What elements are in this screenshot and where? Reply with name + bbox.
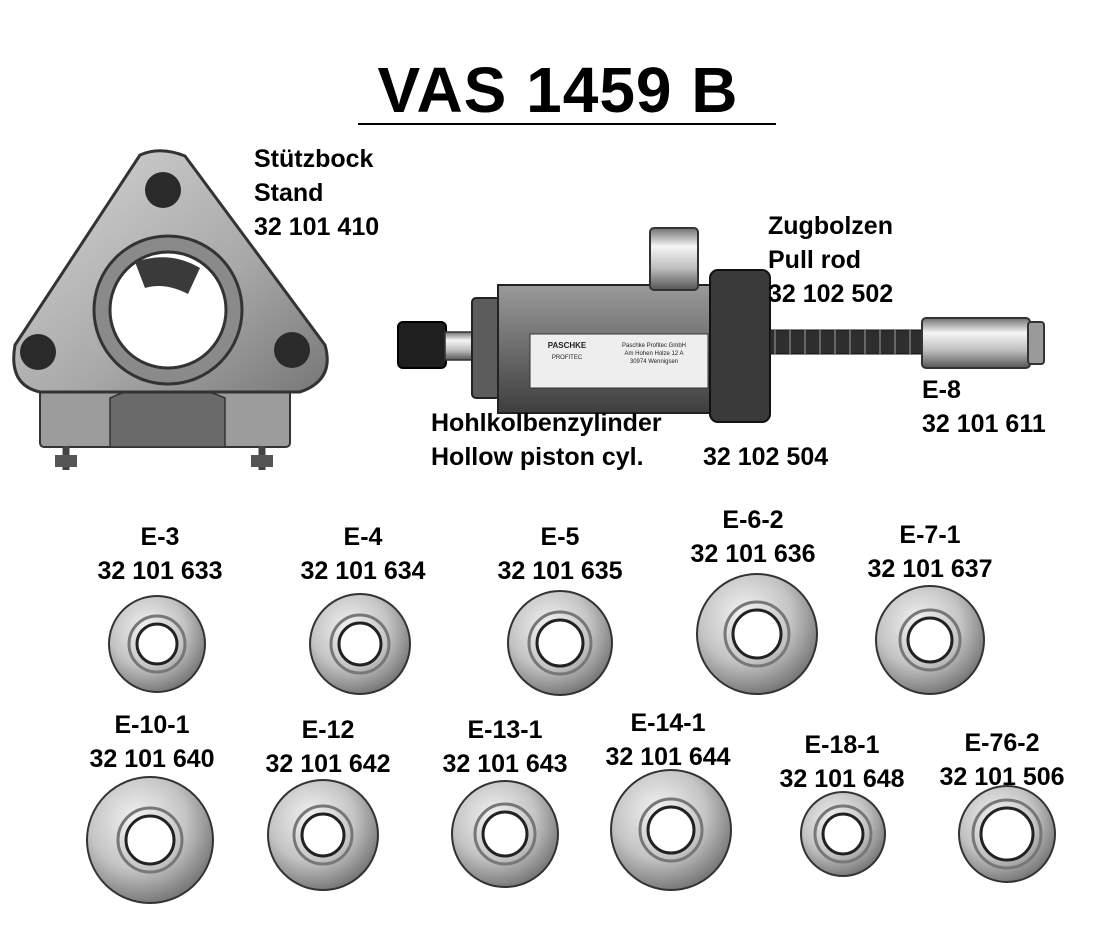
adapter-label: E-13-1 32 101 643 [425,713,585,781]
pull-rod-name-de: Zugbolzen [768,212,893,240]
adapter-disc-image [958,785,1056,883]
adapter-code: E-13-1 [467,716,543,744]
stand-name-de: Stützbock [254,145,374,173]
adapter-code: E-5 [540,523,580,551]
page-title: VAS 1459 B [377,54,739,126]
adapter-label: E-5 32 101 635 [480,520,640,588]
adapter-disc-image [800,791,886,877]
adapter-label: E-14-1 32 101 644 [588,706,748,774]
adapter-label: E-6-2 32 101 636 [673,503,833,571]
adapter-disc-image [267,779,379,891]
adapter-label: E-7-1 32 101 637 [850,518,1010,586]
adapter-disc-image [507,590,613,696]
adapter-part-no: 32 101 637 [867,555,993,583]
e8-code: E-8 [922,376,961,404]
pull-rod-name-en: Pull rod [768,246,862,274]
adapter-part-no: 32 101 635 [497,557,623,585]
cylinder-name-de: Hohlkolbenzylinder [431,409,662,437]
adapter-part-no: 32 101 636 [690,540,816,568]
cylinder-name-en: Hollow piston cyl. [431,443,644,471]
adapter-code: E-18-1 [804,731,880,759]
adapter-part-no: 32 101 643 [442,750,568,778]
cylinder-sticker: PASCHKE PROFITEC Paschke Profitec GmbH A… [532,336,706,386]
adapter-part-no: 32 101 633 [97,557,223,585]
sticker-line: 30974 Wennigsen [629,359,679,365]
adapter-disc-image [86,776,214,904]
cylinder-label: Hohlkolbenzylinder Hollow piston cyl. [431,406,662,474]
adapter-label: E-3 32 101 633 [80,520,240,588]
stand-part-no: 32 101 410 [254,213,380,241]
title-underline [358,123,776,125]
adapter-disc-image [451,780,559,888]
cylinder-part-no: 32 102 504 [703,443,829,471]
stand-label: Stützbock Stand 32 101 410 [254,142,379,244]
adapter-part-no: 32 101 640 [89,745,215,773]
adapter-code: E-12 [301,716,355,744]
adapter-disc-image [309,593,411,695]
adapter-code: E-76-2 [964,729,1040,757]
e8-part-no: 32 101 611 [922,410,1046,438]
e8-label: E-8 32 101 611 [922,373,1046,441]
adapter-code: E-4 [343,523,383,551]
adapter-code: E-7-1 [899,521,961,549]
adapter-disc-image [875,585,985,695]
sticker-brand: PASCHKE [547,341,587,350]
cylinder-image [397,227,1045,423]
adapter-part-no: 32 101 644 [605,743,731,771]
adapter-code: E-14-1 [630,709,706,737]
adapter-label: E-4 32 101 634 [283,520,443,588]
adapter-label: E-12 32 101 642 [248,713,408,781]
stand-name-en: Stand [254,179,324,207]
adapter-label: E-10-1 32 101 640 [72,708,232,776]
sticker-line: Paschke Profitec GmbH [621,343,687,349]
adapter-code: E-3 [140,523,180,551]
stand-image [12,149,329,470]
sticker-sub: PROFITEC [551,355,583,361]
pull-rod-label: Zugbolzen Pull rod 32 102 502 [768,209,893,311]
pull-rod-part-no: 32 102 502 [768,280,894,308]
sticker-line: Am Hohen Holze 12 A [624,351,684,357]
adapter-part-no: 32 101 648 [779,765,905,793]
adapter-code: E-10-1 [114,711,190,739]
adapter-code: E-6-2 [722,506,784,534]
adapter-part-no: 32 101 634 [300,557,426,585]
adapter-disc-image [696,573,818,695]
adapter-label: E-18-1 32 101 648 [762,728,922,796]
adapter-disc-image [610,769,732,891]
adapter-part-no: 32 101 642 [265,750,391,778]
adapter-disc-image [108,595,206,693]
